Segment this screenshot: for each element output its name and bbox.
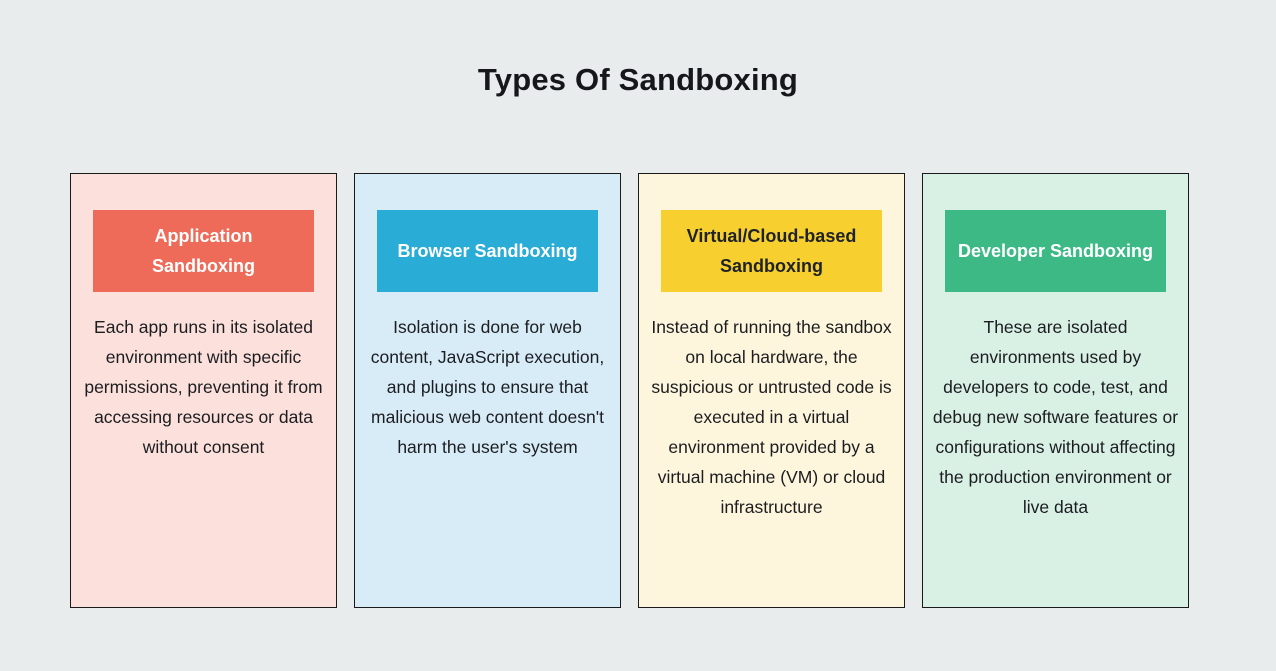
card-application-sandboxing: Application Sandboxing Each app runs in …	[70, 173, 337, 608]
cards-row: Application Sandboxing Each app runs in …	[70, 173, 1189, 608]
card-body: Each app runs in its isolated environmen…	[84, 317, 323, 457]
card-browser-sandboxing: Browser Sandboxing Isolation is done for…	[354, 173, 621, 608]
card-header: Virtual/Cloud-based Sandboxing	[661, 210, 882, 292]
card-body: Instead of running the sandbox on local …	[651, 317, 892, 517]
card-virtual-cloud-sandboxing: Virtual/Cloud-based Sandboxing Instead o…	[638, 173, 905, 608]
card-header: Application Sandboxing	[93, 210, 314, 292]
card-body: These are isolated environments used by …	[932, 317, 1179, 517]
page-title: Types Of Sandboxing	[477, 62, 799, 97]
card-developer-sandboxing: Developer Sandboxing These are isolated …	[922, 173, 1189, 608]
card-header: Browser Sandboxing	[377, 210, 598, 292]
card-header: Developer Sandboxing	[945, 210, 1166, 292]
card-body: Isolation is done for web content, JavaS…	[370, 317, 605, 457]
